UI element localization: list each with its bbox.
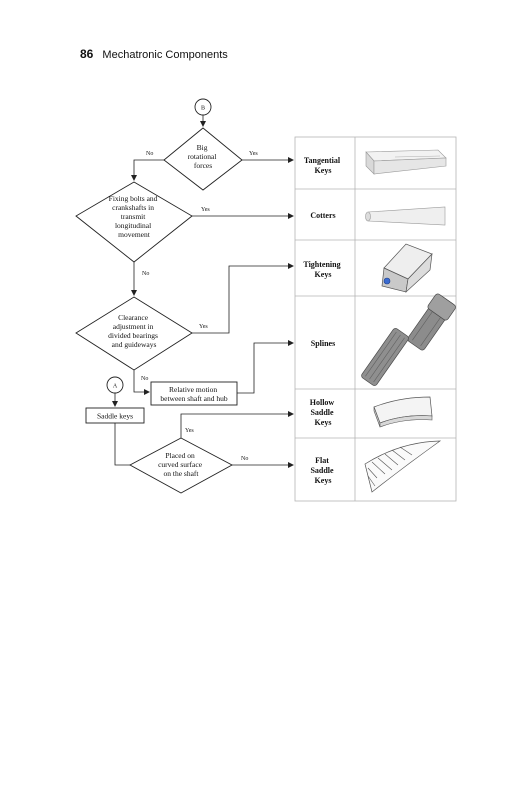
svg-text:Relative motion between: Relative motion between shaft and hub [160,385,228,403]
outcome-table: Tangential Keys Cotters Tightening Keys … [294,136,457,502]
outcome-hollow-saddle-keys: Hollow Saddle Keys [310,398,336,427]
svg-text:Fixing bolts and cranksh: Fixing bolts and crankshafts in transmit… [109,194,160,239]
flat-saddle-key-image [364,440,442,493]
edge-label-no: No [146,151,153,157]
svg-text:Saddle keys: Saddle keys [97,412,133,421]
svg-text:B: B [201,106,205,112]
flow-arrow [180,411,294,438]
flow-arrow [131,159,164,181]
table-border [294,136,457,502]
edge-label-yes: Yes [249,151,258,157]
connector-a: A [106,376,124,394]
flow-arrow [237,340,294,394]
svg-text:Clearance adjustment in: Clearance adjustment in divided bearings… [108,313,160,349]
svg-text:Placed on curved surface: Placed on curved surface on the shaft [158,451,204,478]
process-saddle-keys: Saddle keys [85,407,145,424]
process-relative-motion: Relative motion between shaft and hub [150,381,238,406]
outcome-tangential-keys: Tangential Keys [304,156,342,175]
edge-label-yes: Yes [201,207,210,213]
outcome-tightening-keys: Tightening Keys [303,260,342,279]
flow-arrow [133,370,150,395]
page-header: 86 Mechatronic Components [80,47,228,61]
decision-placed-on-curved-surface: Placed on curved surface on the shaft [129,437,233,494]
running-title: Mechatronic Components [102,49,228,61]
tightening-key-image [381,243,433,293]
outcome-flat-saddle-keys: Flat Saddle Keys [310,456,335,485]
page-number: 86 [80,47,94,61]
decision-clearance-adjustment: Clearance adjustment in divided bearings… [75,296,193,371]
edge-label-no: No [241,456,248,462]
edge-label-yes: Yes [199,324,208,330]
decision-big-rotational-forces: Big rotational forces [163,127,243,191]
svg-text:Big rotational for: Big rotational forces [188,143,219,170]
edge-label-yes: Yes [185,428,194,434]
outcome-splines: Splines [311,339,335,348]
tangential-key-image [365,149,447,175]
spline-image [361,293,456,386]
edge-label-no: No [142,271,149,277]
svg-text:A: A [113,384,118,390]
hollow-saddle-key-image [373,396,433,428]
cotter-image [365,206,446,226]
edge-label-no: No [141,376,148,382]
connector-b: B [194,98,212,116]
outcome-cotters: Cotters [310,211,335,220]
flow-arrow [192,263,294,334]
decision-fixing-bolts: Fixing bolts and crankshafts in transmit… [75,181,193,263]
